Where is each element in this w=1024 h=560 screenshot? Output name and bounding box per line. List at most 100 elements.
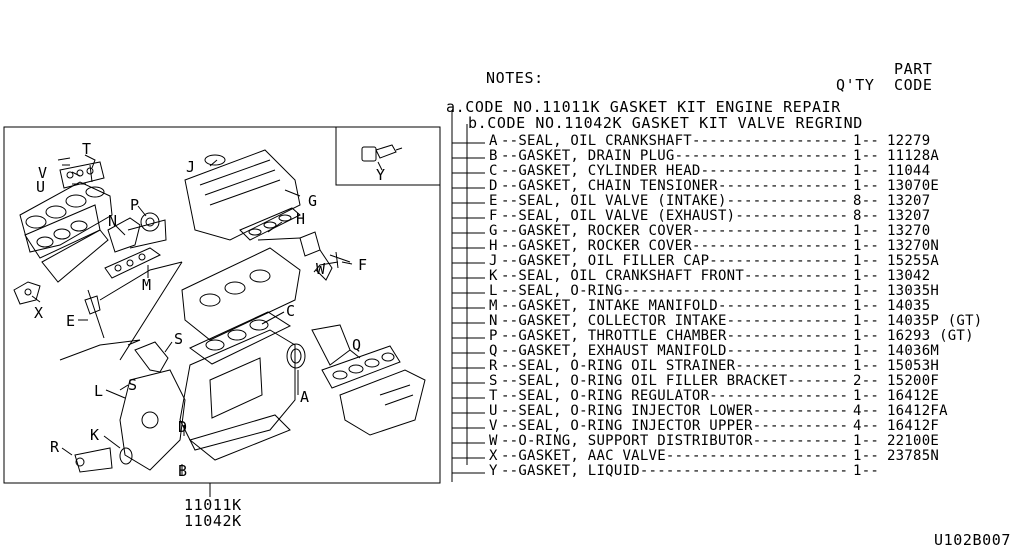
diagram-frame bbox=[3, 126, 441, 484]
dash-leader: ------------------ bbox=[691, 133, 849, 149]
dash-separator: -- bbox=[501, 328, 519, 344]
dash-separator: -- bbox=[501, 343, 519, 359]
dash-separator: -- bbox=[501, 163, 519, 179]
part-qty: 1 bbox=[853, 223, 862, 239]
oil-filler-bracket-drawing bbox=[127, 339, 169, 373]
dash-separator: -- bbox=[501, 268, 519, 284]
part-qty: 2 bbox=[853, 373, 862, 389]
dash-separator: -- bbox=[501, 403, 519, 419]
part-description: GASKET, EXHAUST MANIFOLD bbox=[518, 343, 727, 359]
part-description: SEAL, OIL VALVE (INTAKE) bbox=[518, 193, 727, 209]
dash-separator: -- bbox=[501, 418, 519, 434]
cylinder-head-drawing bbox=[181, 247, 301, 341]
part-description: GASKET, COLLECTOR INTAKE bbox=[518, 313, 727, 329]
part-description: GASKET, CHAIN TENSIONER bbox=[518, 178, 718, 194]
part-code: 23785N bbox=[887, 448, 940, 464]
callout-h: H bbox=[296, 210, 306, 228]
part-qty: 1 bbox=[853, 133, 862, 149]
notes-heading: NOTES: bbox=[486, 69, 544, 87]
part-qty: 1 bbox=[853, 268, 862, 284]
aac-valve-drawing bbox=[13, 281, 41, 305]
part-code: 13270 bbox=[887, 223, 931, 239]
part-letter: F bbox=[489, 208, 498, 224]
liquid-gasket-tube-drawing bbox=[361, 144, 403, 171]
part-code: 16412F bbox=[887, 418, 940, 434]
part-qty: 1 bbox=[853, 388, 862, 404]
part-code: 16293 (GT) bbox=[887, 328, 974, 344]
callout-g: G bbox=[308, 192, 318, 210]
dash-leader: ----------------- bbox=[700, 163, 849, 179]
part-description: SEAL, O-RING bbox=[518, 283, 623, 299]
part-code: 13070E bbox=[887, 178, 940, 194]
dash-leader: --------------- bbox=[717, 298, 849, 314]
dash-leader: -------------- bbox=[726, 328, 849, 344]
dash-leader: -------------- bbox=[726, 193, 849, 209]
dash-leader: -- bbox=[861, 343, 880, 359]
inset-frame bbox=[335, 127, 440, 186]
dash-separator: -- bbox=[501, 448, 519, 464]
dash-leader: -------------------- bbox=[674, 148, 849, 164]
part-code: 14035 bbox=[887, 298, 931, 314]
part-letter: W bbox=[489, 433, 498, 449]
part-code: 13035H bbox=[887, 283, 940, 299]
part-heading: PART bbox=[894, 60, 933, 78]
dash-leader: -- bbox=[861, 298, 880, 314]
part-description: O-RING, SUPPORT DISTRIBUTOR bbox=[518, 433, 753, 449]
part-description: GASKET, LIQUID bbox=[518, 463, 640, 479]
part-code: 13042 bbox=[887, 268, 931, 284]
part-description: GASKET, ROCKER COVER bbox=[518, 238, 692, 254]
callout-w: W bbox=[316, 260, 326, 278]
part-code: 11044 bbox=[887, 163, 931, 179]
dash-leader: ----------- bbox=[752, 418, 849, 434]
qty-heading: Q'TY bbox=[836, 76, 875, 94]
dash-leader: ------------------ bbox=[691, 238, 849, 254]
throttle-chamber-drawing bbox=[104, 212, 167, 279]
dash-leader: --------------- bbox=[717, 178, 849, 194]
dash-separator: -- bbox=[501, 358, 519, 374]
callout-u: U bbox=[36, 178, 46, 196]
dash-leader: -- bbox=[861, 193, 880, 209]
dash-leader: -- bbox=[861, 418, 880, 434]
dash-leader: -- bbox=[861, 253, 880, 269]
oil-pump-front-cover-drawing bbox=[74, 369, 186, 473]
kit-a-title: a.CODE NO.11011K GASKET KIT ENGINE REPAI… bbox=[446, 98, 841, 116]
dash-leader: -- bbox=[861, 148, 880, 164]
dash-leader: -------------------------- bbox=[622, 283, 849, 299]
dash-leader: -- bbox=[861, 283, 880, 299]
dash-separator: -- bbox=[501, 388, 519, 404]
part-description: GASKET, OIL FILLER CAP bbox=[518, 253, 710, 269]
dash-leader: ---------------- bbox=[709, 253, 849, 269]
dash-leader: -- bbox=[861, 178, 880, 194]
callout-d: D bbox=[178, 418, 188, 436]
part-qty: 1 bbox=[853, 148, 862, 164]
part-description: SEAL, OIL CRANKSHAFT bbox=[518, 133, 692, 149]
part-qty: 1 bbox=[853, 343, 862, 359]
dash-separator: -- bbox=[501, 313, 519, 329]
part-qty: 1 bbox=[853, 283, 862, 299]
part-qty: 8 bbox=[853, 193, 862, 209]
part-code: 22100E bbox=[887, 433, 940, 449]
part-qty: 1 bbox=[853, 328, 862, 344]
part-code: 15053H bbox=[887, 358, 940, 374]
part-letter: C bbox=[489, 163, 498, 179]
dash-separator: -- bbox=[501, 223, 519, 239]
dash-leader: -- bbox=[861, 388, 880, 404]
part-description: GASKET, ROCKER COVER bbox=[518, 223, 692, 239]
dash-separator: -- bbox=[501, 283, 519, 299]
dash-leader: -- bbox=[861, 373, 880, 389]
kit-code-11042k: 11042K bbox=[184, 512, 242, 530]
part-description: GASKET, CYLINDER HEAD bbox=[518, 163, 701, 179]
dash-leader: --------------------- bbox=[665, 448, 849, 464]
valve-stem-drawing bbox=[84, 289, 105, 339]
part-letter: T bbox=[489, 388, 498, 404]
part-letter: K bbox=[489, 268, 498, 284]
